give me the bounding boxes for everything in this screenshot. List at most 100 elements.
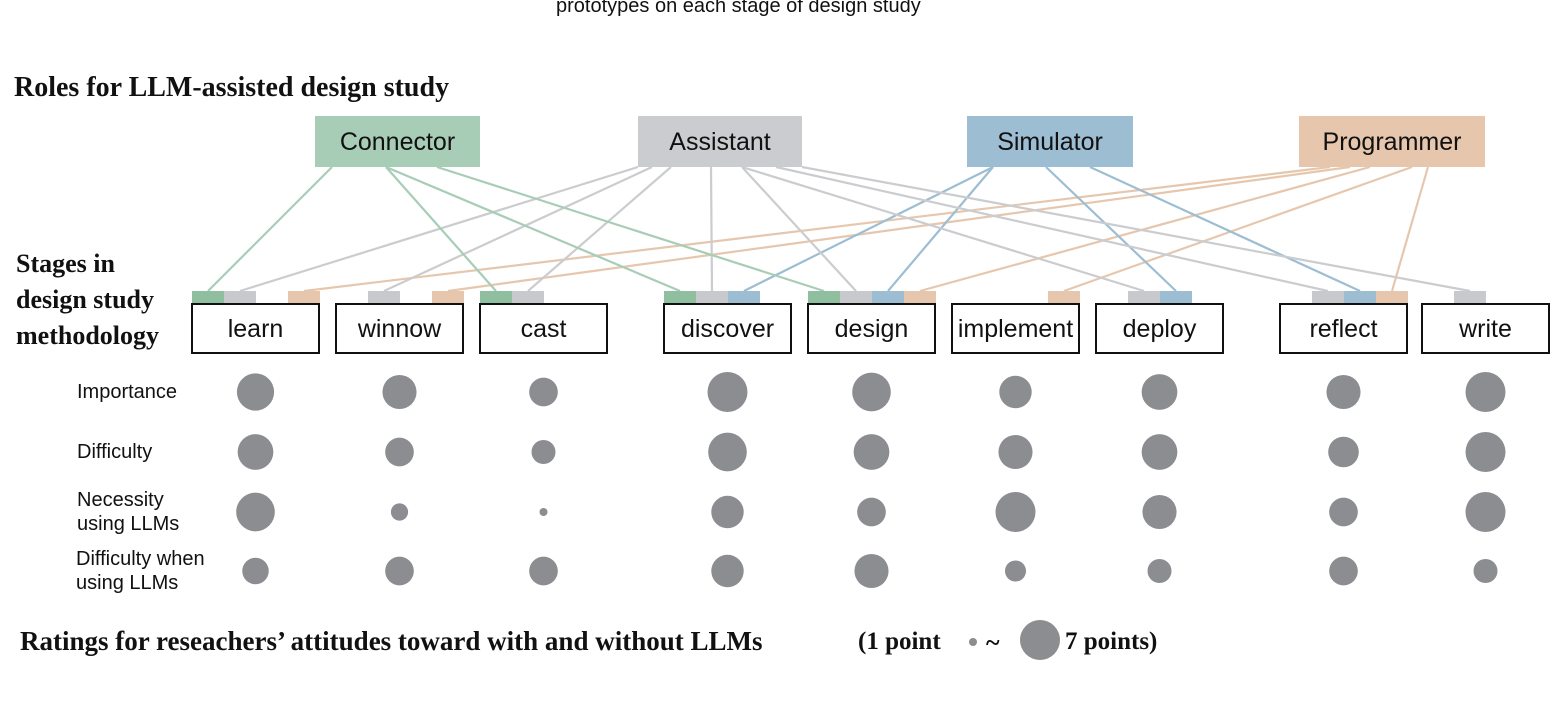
stage-label-discover: discover (681, 315, 774, 343)
dot-necessity-design (857, 497, 886, 527)
stage-design: design (807, 303, 936, 354)
tab-design-programmer (904, 291, 936, 303)
stage-box-learn (191, 303, 320, 354)
stage-cast: cast (479, 303, 608, 354)
tab-deploy-assistant (1128, 291, 1160, 303)
stages-title-line-3: methodology (16, 321, 159, 350)
dot-necessity-cast (539, 508, 548, 516)
stage-box-write (1421, 303, 1550, 354)
tab-winnow-assistant (368, 291, 400, 303)
link-assistant-cast (527, 166, 672, 292)
stage-label-cast: cast (521, 315, 567, 343)
link-connector-learn (207, 166, 333, 292)
tab-reflect-simulator (1344, 291, 1376, 303)
stages-title-line-1: Stages in (16, 249, 116, 278)
stage-box-design (807, 303, 936, 354)
tab-discover-connector (664, 291, 696, 303)
dot-difficulty-winnow (385, 437, 414, 467)
stage-label-deploy: deploy (1123, 315, 1197, 343)
dot-difficulty_llm-cast (529, 556, 558, 586)
stage-implement: implement (951, 303, 1080, 354)
dot-necessity-implement (995, 492, 1036, 532)
link-assistant-write (801, 165, 1471, 293)
stage-box-winnow (335, 303, 464, 354)
link-programmer-winnow (447, 165, 1351, 293)
dot-importance-implement (999, 375, 1032, 409)
link-assistant-learn (239, 165, 639, 293)
role-box-connector (315, 116, 480, 167)
stage-boxes: learn winnow cast discover design implement de… (191, 303, 1550, 354)
tab-design-assistant (840, 291, 872, 303)
tab-discover-simulator (728, 291, 760, 303)
link-programmer-implement (1063, 165, 1413, 293)
stage-reflect: reflect (1279, 303, 1408, 354)
stage-label-design: design (835, 315, 909, 343)
tab-learn-programmer (288, 291, 320, 303)
link-connector-design (436, 165, 825, 293)
role-connector: Connector (315, 116, 480, 167)
link-programmer-reflect (1390, 166, 1430, 292)
dot-importance-write (1465, 372, 1506, 412)
link-programmer-design (919, 165, 1371, 293)
tab-learn-assistant (224, 291, 256, 303)
dot-difficulty-implement (998, 434, 1033, 470)
link-simulator-reflect (1089, 166, 1361, 292)
stage-label-winnow: winnow (357, 315, 442, 343)
stage-discover: discover (663, 303, 792, 354)
tab-write-assistant (1454, 291, 1486, 303)
metric-label-necessity-line-1: Necessity (77, 489, 164, 511)
dot-importance-discover (707, 372, 748, 412)
role-box-programmer (1299, 116, 1485, 167)
tab-reflect-assistant (1312, 291, 1344, 303)
stage-learn: learn (191, 303, 320, 354)
stage-box-reflect (1279, 303, 1408, 354)
stage-label-write: write (1458, 315, 1512, 343)
stage-winnow: winnow (335, 303, 464, 354)
dot-difficulty_llm-write (1473, 559, 1498, 583)
dot-necessity-reflect (1329, 497, 1358, 527)
stage-label-learn: learn (228, 315, 284, 343)
dot-difficulty-learn (237, 434, 274, 470)
role-label-simulator: Simulator (997, 128, 1103, 156)
tab-cast-connector (480, 291, 512, 303)
stage-deploy: deploy (1095, 303, 1224, 354)
stage-box-implement (951, 303, 1080, 354)
legend-caption: Ratings for reseachers’ attitudes toward… (20, 626, 763, 656)
dot-necessity-winnow (390, 503, 409, 521)
tab-winnow-programmer (432, 291, 464, 303)
tab-design-connector (808, 291, 840, 303)
link-simulator-deploy (1045, 166, 1177, 292)
role-simulator: Simulator (967, 116, 1133, 167)
legend: Ratings for reseachers’ attitudes toward… (20, 620, 1157, 660)
role-assistant: Assistant (638, 116, 802, 167)
metric-label-importance-line-1: Importance (77, 381, 177, 403)
stage-box-cast (479, 303, 608, 354)
tab-deploy-simulator (1160, 291, 1192, 303)
legend-max-dot (1020, 620, 1060, 660)
dot-difficulty-cast (531, 440, 556, 464)
stage-label-implement: implement (958, 315, 1073, 343)
dot-importance-winnow (382, 374, 417, 410)
metric-label-difficulty_llm-line-2: using LLMs (76, 572, 178, 594)
dot-difficulty_llm-reflect (1329, 556, 1358, 586)
tab-discover-assistant (696, 291, 728, 303)
dot-difficulty-design (853, 434, 890, 470)
stages-title: Stages in design study methodology (16, 249, 161, 350)
stages-title-line-2: design study (16, 285, 154, 314)
metric-label-difficulty-line-1: Difficulty (77, 441, 152, 463)
stage-box-discover (663, 303, 792, 354)
legend-min-dot (969, 638, 977, 646)
role-tabs (192, 291, 1486, 303)
tab-reflect-programmer (1376, 291, 1408, 303)
dot-difficulty-deploy (1141, 434, 1178, 470)
tab-cast-assistant (512, 291, 544, 303)
dot-difficulty_llm-implement (1004, 560, 1027, 582)
dot-difficulty-discover (708, 432, 747, 472)
dot-necessity-discover (711, 495, 744, 529)
link-assistant-deploy (741, 165, 1145, 293)
link-simulator-discover (743, 166, 994, 292)
